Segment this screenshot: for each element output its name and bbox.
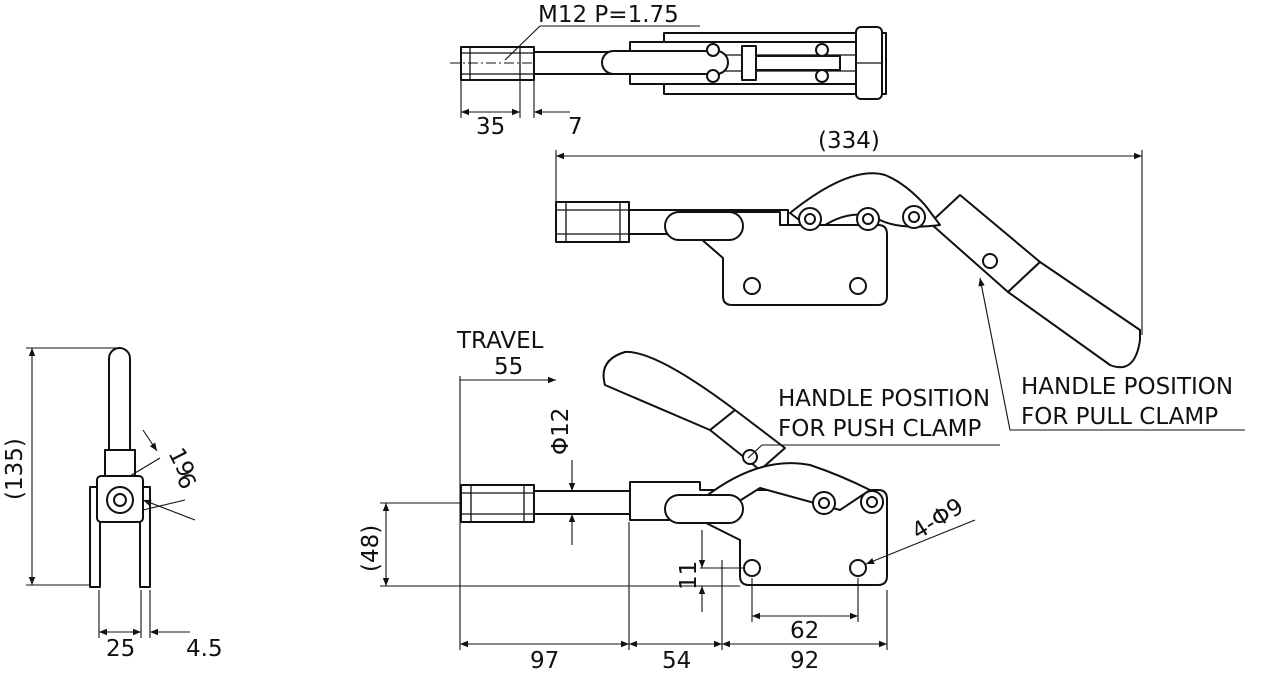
height-11-label: 11 bbox=[676, 561, 702, 590]
top-view bbox=[450, 25, 887, 118]
dim-97-label: 97 bbox=[530, 648, 559, 674]
push-note-line2: FOR PUSH CLAMP bbox=[778, 416, 982, 442]
dim-92-label: 92 bbox=[790, 648, 819, 674]
side-view bbox=[26, 347, 196, 638]
dim-54-label: 54 bbox=[662, 648, 691, 674]
holes-label: 4-Φ9 bbox=[907, 494, 968, 546]
height-48-label: (48) bbox=[358, 525, 384, 572]
pull-note-line1: HANDLE POSITION bbox=[1021, 374, 1233, 400]
hole-pitch-label: 62 bbox=[790, 618, 819, 644]
gap-label: 7 bbox=[568, 114, 583, 140]
travel-label: TRAVEL bbox=[456, 328, 544, 354]
pull-position-view bbox=[555, 150, 1143, 369]
side-height-label: (135) bbox=[2, 438, 28, 500]
push-note-line1: HANDLE POSITION bbox=[778, 386, 990, 412]
thread-spec-label: M12 P=1.75 bbox=[538, 2, 679, 28]
push-position-view bbox=[380, 277, 1245, 650]
overall-length-label: (334) bbox=[818, 128, 880, 154]
side-45-label: 4.5 bbox=[186, 636, 223, 662]
rod-diameter-label: Φ12 bbox=[548, 408, 574, 455]
pull-note-line2: FOR PULL CLAMP bbox=[1021, 404, 1218, 430]
side-25-label: 25 bbox=[106, 636, 135, 662]
travel-value-label: 55 bbox=[494, 354, 523, 380]
nut-length-label: 35 bbox=[476, 114, 505, 140]
